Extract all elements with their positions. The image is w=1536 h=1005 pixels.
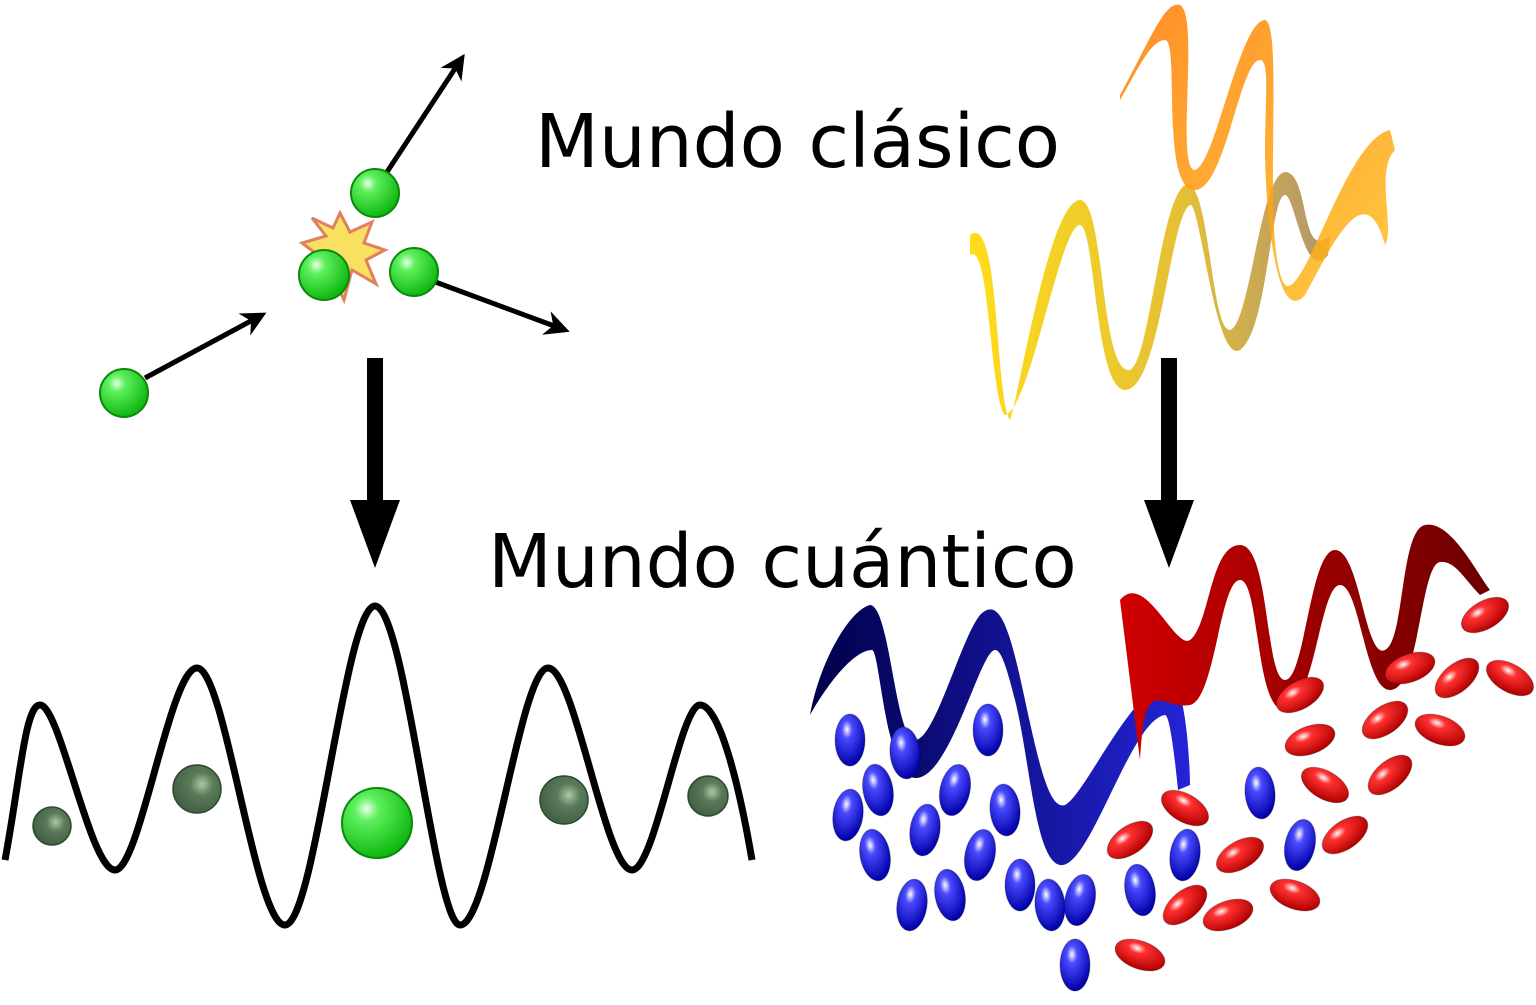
red-blob xyxy=(1300,766,1350,804)
classical-particles xyxy=(99,53,570,418)
yellow-wave-icon xyxy=(970,172,1330,420)
left-arrow-head xyxy=(350,500,400,568)
blue-blob xyxy=(1169,828,1201,882)
blue-blob xyxy=(909,803,941,857)
potential-curve xyxy=(1,602,756,929)
quantum-blobs xyxy=(832,596,1535,992)
red-blob xyxy=(1414,713,1466,747)
red-blob xyxy=(1160,789,1210,827)
blue-blob xyxy=(1283,818,1317,872)
red-blob xyxy=(1215,836,1265,874)
blue-wave-icon xyxy=(810,605,1190,866)
red-blob xyxy=(1106,820,1154,860)
faded-particle xyxy=(32,806,72,846)
blue-blob xyxy=(1244,766,1276,820)
red-blob xyxy=(1202,898,1254,932)
red-wave-icon xyxy=(1120,524,1490,760)
outgoing-arrow-up xyxy=(382,53,465,177)
red-blob xyxy=(1367,754,1413,796)
incoming-arrow xyxy=(143,312,267,381)
red-blob xyxy=(1284,723,1336,757)
orange-wave-icon xyxy=(1120,4,1395,301)
faded-particle xyxy=(687,775,729,817)
red-blob xyxy=(1485,659,1535,697)
particle-incoming xyxy=(99,368,149,418)
red-blob xyxy=(1321,815,1369,855)
blue-blob xyxy=(934,868,966,922)
blue-blob xyxy=(859,828,891,882)
red-blob xyxy=(1460,596,1510,634)
blue-blob xyxy=(862,763,894,817)
blue-blob xyxy=(963,828,997,882)
red-blob xyxy=(1162,884,1208,926)
red-blob xyxy=(1384,651,1436,685)
faded-particle xyxy=(539,775,589,825)
blue-blob xyxy=(1124,863,1156,917)
blue-blob xyxy=(972,703,1004,757)
blue-blob xyxy=(889,726,921,780)
blue-blob xyxy=(1063,873,1097,927)
quantum-world-label: Mundo cuántico xyxy=(488,519,1077,605)
red-blob xyxy=(1275,676,1325,714)
red-blob xyxy=(1269,878,1321,912)
transition-arrows xyxy=(350,358,1194,568)
classic-world-label: Mundo clásico xyxy=(535,99,1061,185)
blue-blob xyxy=(1004,858,1036,912)
faded-particle xyxy=(172,764,222,814)
outgoing-arrow-right xyxy=(429,277,570,335)
blue-blob xyxy=(989,783,1021,837)
particle-right xyxy=(389,247,439,297)
collision-icon xyxy=(298,209,389,305)
blue-blob xyxy=(834,713,866,767)
blue-blob xyxy=(896,878,928,932)
classical-waves xyxy=(970,4,1395,420)
main-particle xyxy=(341,787,413,859)
blue-blob xyxy=(938,763,972,817)
quantum-waves xyxy=(810,524,1490,866)
particle-collision xyxy=(298,249,350,301)
red-blob xyxy=(1114,938,1166,972)
particle-up xyxy=(350,168,400,218)
red-blob xyxy=(1434,657,1480,699)
right-arrow-head xyxy=(1144,500,1194,568)
blue-blob xyxy=(1034,878,1066,932)
blue-blob xyxy=(1059,938,1091,992)
quantum-potential xyxy=(1,602,756,929)
blue-blob xyxy=(832,788,864,842)
red-blob xyxy=(1361,700,1409,740)
right-arrow-shaft xyxy=(1161,358,1177,508)
left-arrow-shaft xyxy=(367,358,383,508)
